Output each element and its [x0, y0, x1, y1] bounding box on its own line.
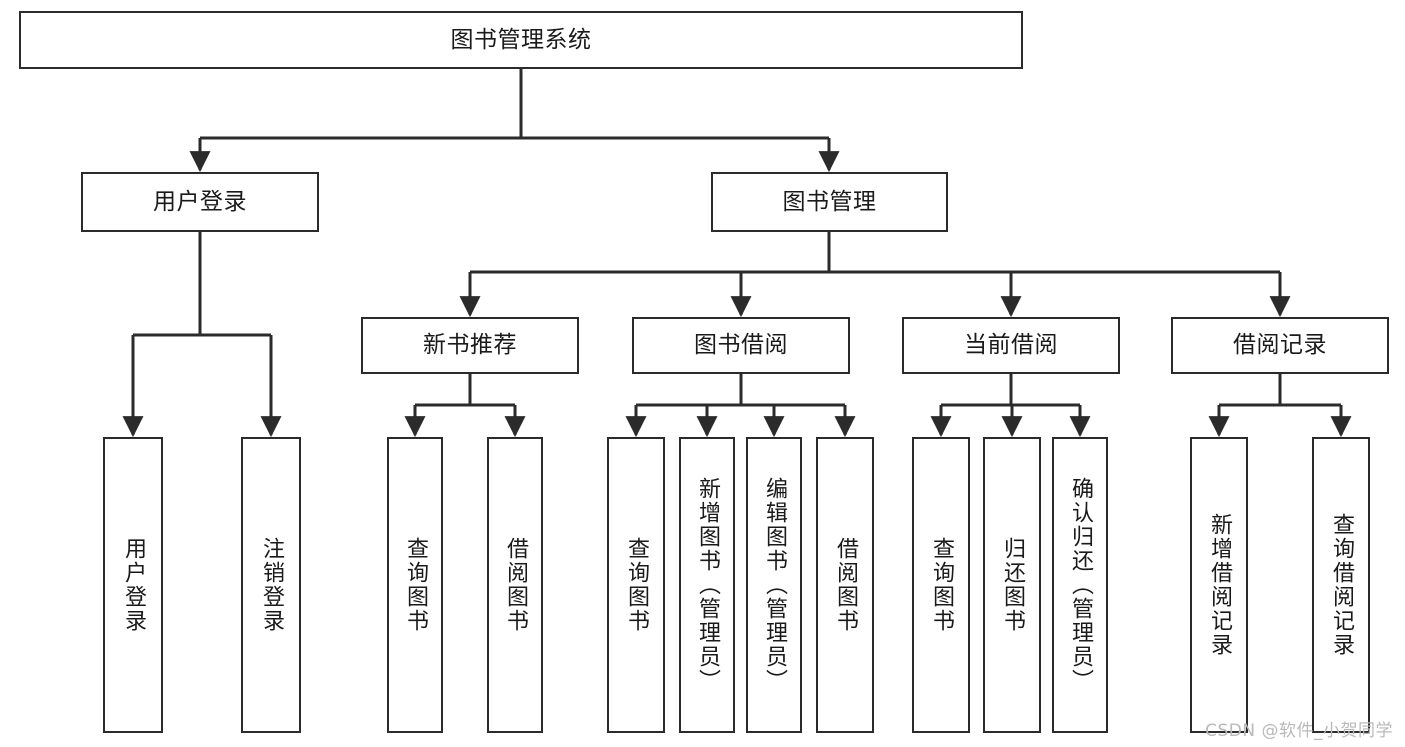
node-book-borrow[interactable]: 图书借阅 — [632, 317, 850, 374]
leaf-node-label: 确认归还（管理员） — [1068, 477, 1093, 693]
leaf-node[interactable]: 新增图书（管理员） — [679, 437, 735, 733]
leaf-node-label: 归还图书 — [1000, 537, 1025, 633]
leaf-node[interactable]: 借阅图书 — [816, 437, 874, 733]
leaf-node[interactable]: 归还图书 — [983, 437, 1041, 733]
node-user-login[interactable]: 用户登录 — [81, 172, 319, 232]
node-root[interactable]: 图书管理系统 — [19, 11, 1023, 69]
leaf-node-label: 注销登录 — [259, 537, 284, 633]
leaf-node[interactable]: 新增借阅记录 — [1190, 437, 1248, 733]
leaf-node[interactable]: 查询图书 — [912, 437, 970, 733]
leaf-node-label: 新增借阅记录 — [1207, 513, 1232, 657]
node-book-management-label: 图书管理 — [782, 188, 877, 215]
leaf-node-label: 查询图书 — [624, 537, 649, 633]
node-new-book-recommend-label: 新书推荐 — [423, 332, 517, 359]
leaf-node[interactable]: 编辑图书（管理员） — [746, 437, 802, 733]
leaf-node-label: 查询图书 — [929, 537, 954, 633]
leaf-node[interactable]: 查询图书 — [387, 437, 443, 733]
leaf-node[interactable]: 借阅图书 — [487, 437, 543, 733]
leaf-node[interactable]: 用户登录 — [103, 437, 163, 733]
node-root-label: 图书管理系统 — [450, 26, 592, 53]
node-book-management[interactable]: 图书管理 — [711, 172, 948, 232]
leaf-node[interactable]: 注销登录 — [241, 437, 301, 733]
leaf-node-label: 新增图书（管理员） — [695, 477, 720, 693]
node-current-borrow[interactable]: 当前借阅 — [902, 317, 1120, 374]
leaf-node-label: 编辑图书（管理员） — [762, 477, 787, 693]
node-book-borrow-label: 图书借阅 — [694, 332, 788, 359]
node-borrow-record-label: 借阅记录 — [1233, 332, 1327, 359]
node-user-login-label: 用户登录 — [153, 188, 247, 215]
leaf-node-label: 查询借阅记录 — [1329, 513, 1354, 657]
node-current-borrow-label: 当前借阅 — [964, 332, 1058, 359]
leaf-node-label: 借阅图书 — [833, 537, 858, 633]
node-borrow-record[interactable]: 借阅记录 — [1171, 317, 1389, 374]
leaf-node-label: 借阅图书 — [503, 537, 528, 633]
leaf-node[interactable]: 查询图书 — [607, 437, 665, 733]
leaf-node[interactable]: 查询借阅记录 — [1312, 437, 1370, 733]
leaf-node-label: 查询图书 — [403, 537, 428, 633]
node-new-book-recommend[interactable]: 新书推荐 — [361, 317, 579, 374]
leaf-node[interactable]: 确认归还（管理员） — [1052, 437, 1108, 733]
leaf-node-label: 用户登录 — [121, 537, 146, 633]
